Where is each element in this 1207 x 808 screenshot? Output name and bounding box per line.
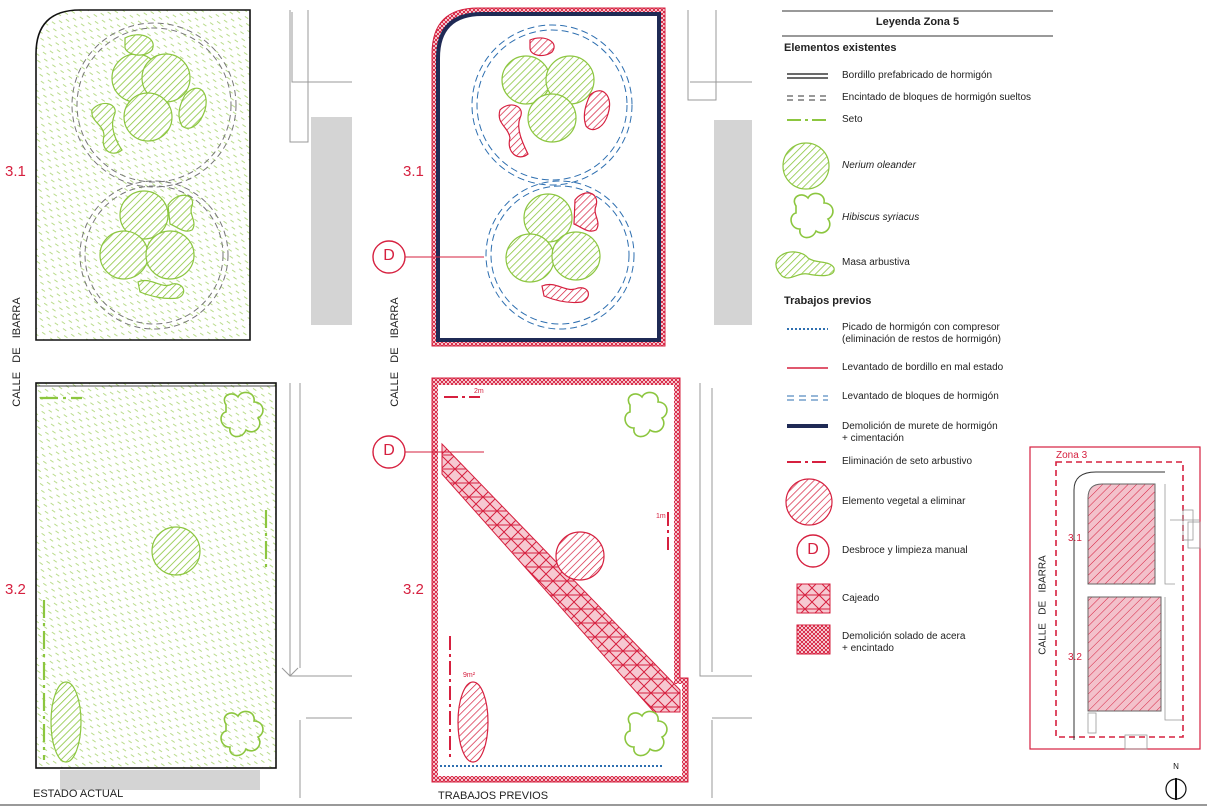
- key-plan: [1029, 446, 1201, 800]
- desbroce-markers: [372, 240, 484, 469]
- cajeado-strip: [441, 442, 681, 713]
- current-state-plan: [35, 9, 352, 798]
- legend-frame: [782, 10, 1053, 37]
- previous-works-plan: [431, 7, 752, 798]
- legend-symbols: [775, 73, 835, 655]
